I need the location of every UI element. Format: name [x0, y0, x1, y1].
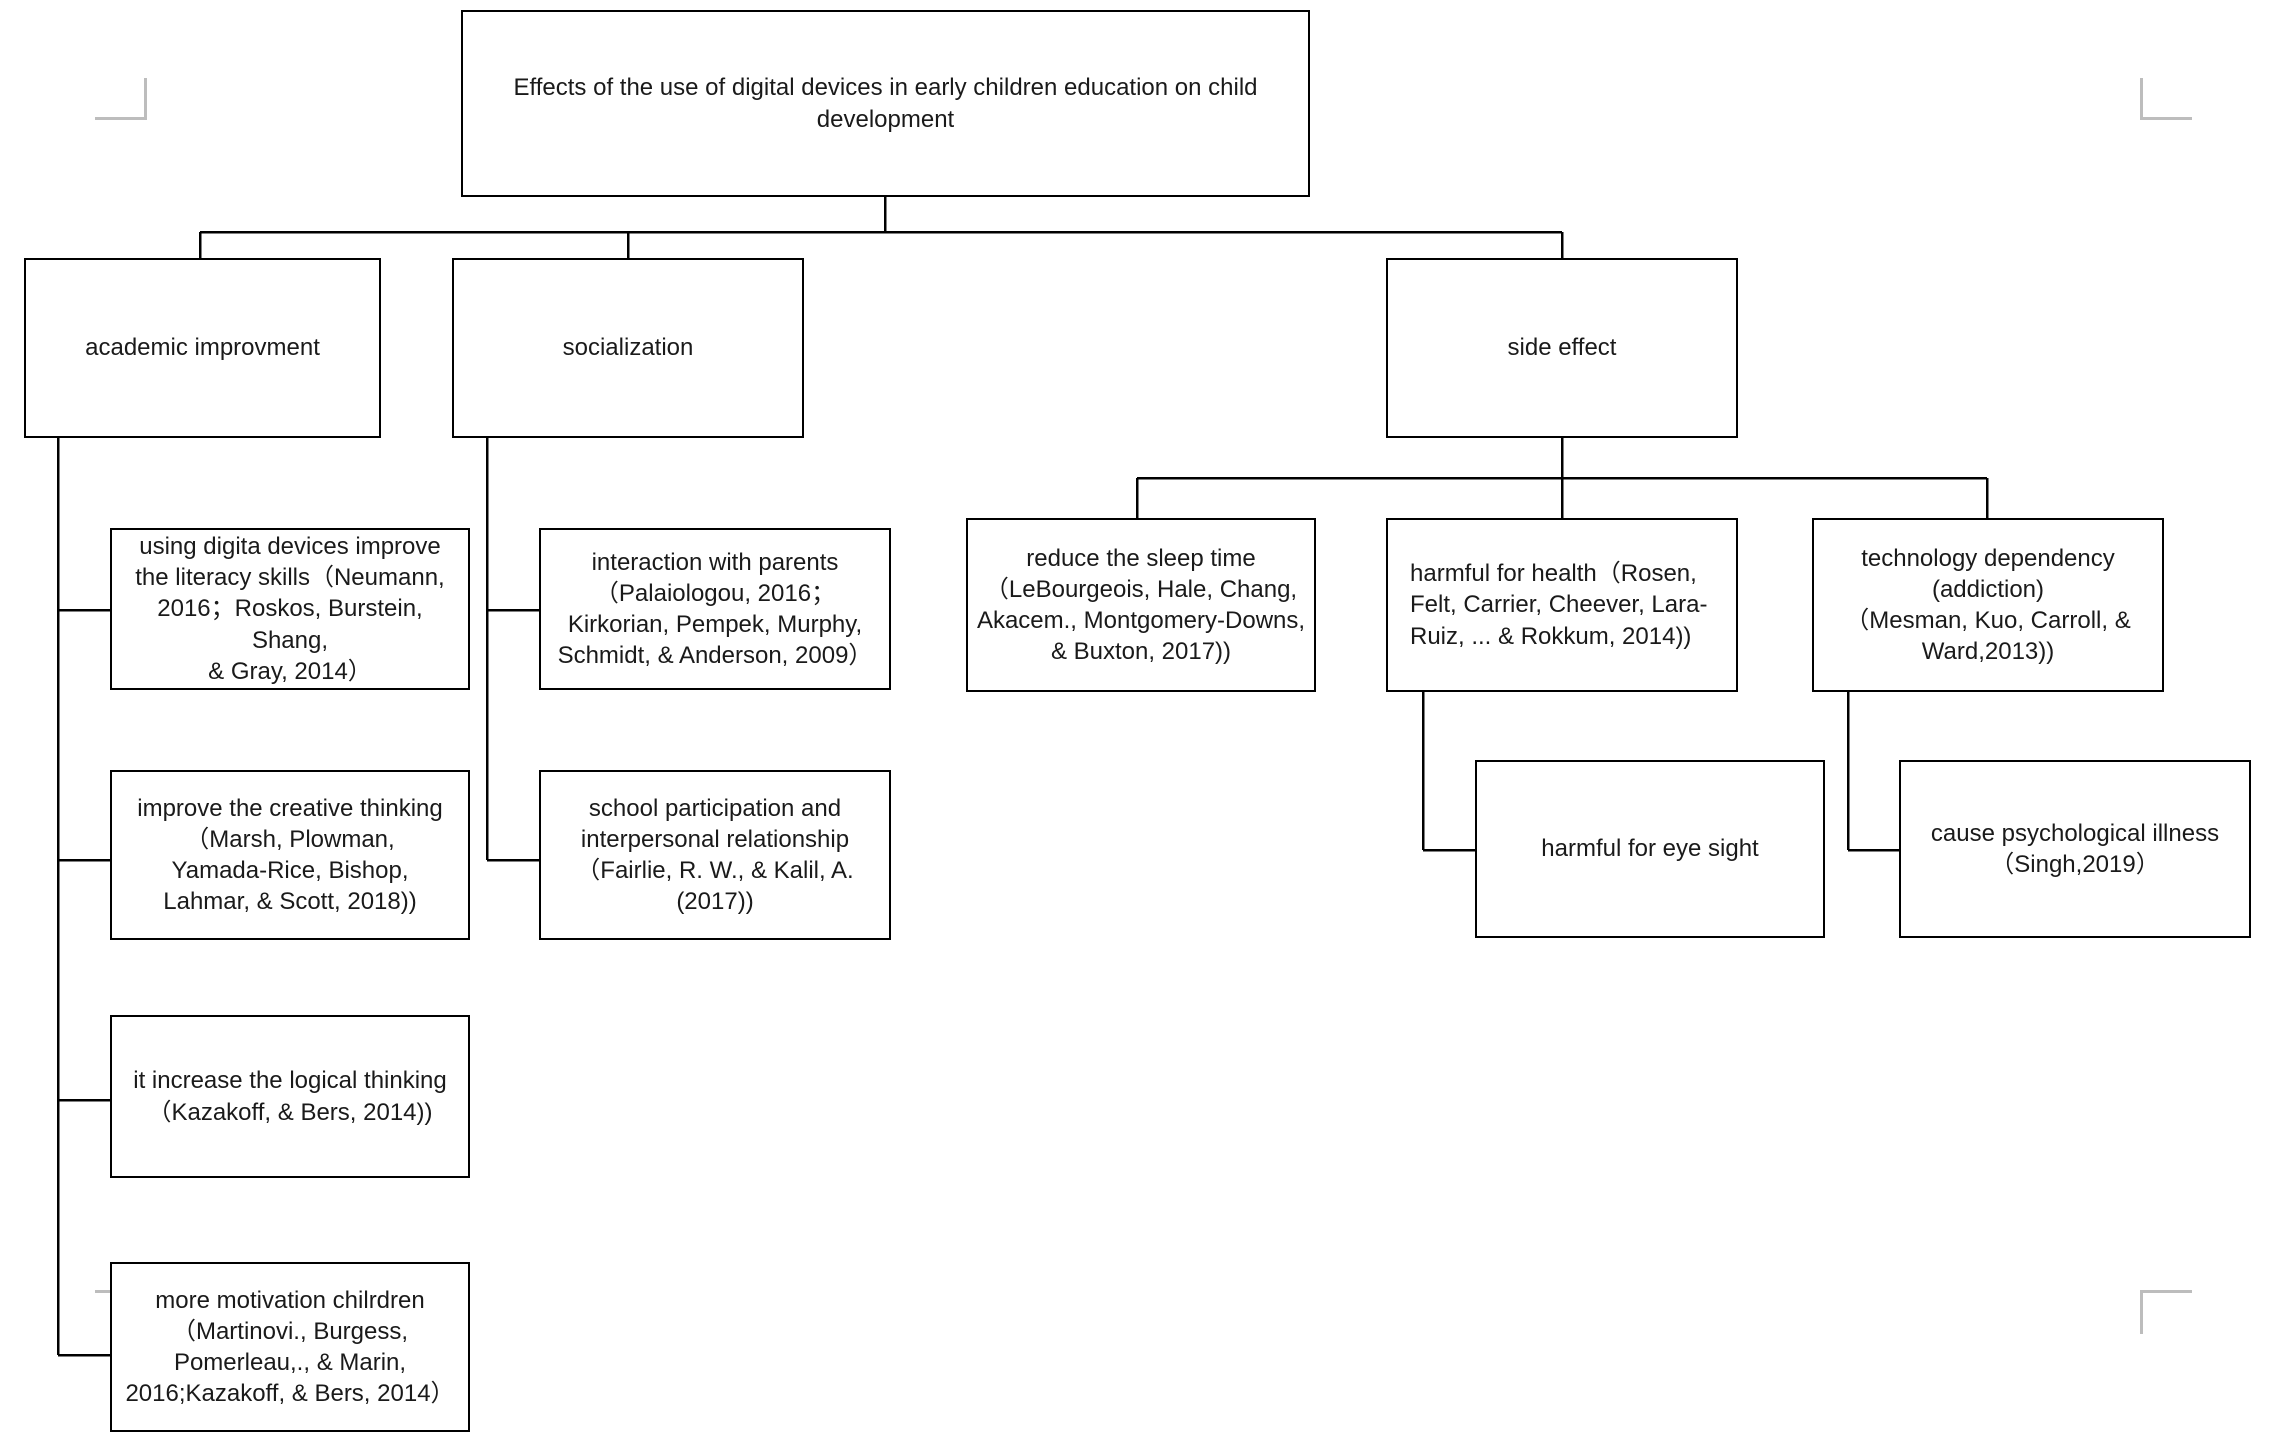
node-side-effect-label: side effect — [1507, 334, 1617, 362]
node-technology-dependency[interactable]: technology dependency (addiction) （Mesma… — [1812, 518, 2164, 692]
node-cause-psychological-illness[interactable]: cause psychological illness （Singh,2019） — [1899, 760, 2251, 938]
node-school-participation-label: school participation and interpersonal r… — [576, 794, 854, 916]
node-harmful-for-eye-sight-label: harmful for eye sight — [1541, 835, 1759, 863]
node-more-motivation[interactable]: more motivation chilrdren （Martinovi., B… — [110, 1262, 470, 1432]
node-literacy-skills-label: using digita devices improve the literac… — [135, 533, 445, 685]
node-socialization-label: socialization — [562, 334, 694, 362]
node-literacy-skills[interactable]: using digita devices improve the literac… — [110, 528, 470, 690]
node-harmful-for-health[interactable]: harmful for health（Rosen, Felt, Carrier,… — [1386, 518, 1738, 692]
node-logical-thinking[interactable]: it increase the logical thinking （Kazako… — [110, 1015, 470, 1178]
node-root[interactable]: Effects of the use of digital devices in… — [461, 10, 1310, 197]
node-socialization[interactable]: socialization — [452, 258, 804, 438]
node-more-motivation-label: more motivation chilrdren （Martinovi., B… — [125, 1286, 455, 1408]
node-harmful-for-health-label: harmful for health（Rosen, Felt, Carrier,… — [1410, 560, 1708, 650]
node-interaction-with-parents[interactable]: interaction with parents （Palaiologou, 2… — [539, 528, 891, 690]
node-cause-psychological-illness-label: cause psychological illness （Singh,2019） — [1930, 819, 2220, 878]
node-interaction-with-parents-label: interaction with parents （Palaiologou, 2… — [557, 548, 873, 670]
node-school-participation[interactable]: school participation and interpersonal r… — [539, 770, 891, 940]
node-side-effect[interactable]: side effect — [1386, 258, 1738, 438]
node-creative-thinking[interactable]: improve the creative thinking （Marsh, Pl… — [110, 770, 470, 940]
node-harmful-for-eye-sight[interactable]: harmful for eye sight — [1475, 760, 1825, 938]
node-technology-dependency-label: technology dependency (addiction) （Mesma… — [1845, 544, 2131, 666]
node-root-label: Effects of the use of digital devices in… — [513, 74, 1258, 133]
crop-mark-top-left — [95, 78, 147, 120]
crop-mark-top-right — [2140, 78, 2192, 120]
node-academic-improvment-label: academic improvment — [85, 334, 320, 362]
node-logical-thinking-label: it increase the logical thinking （Kazako… — [133, 1067, 447, 1126]
node-creative-thinking-label: improve the creative thinking （Marsh, Pl… — [137, 794, 443, 916]
crop-mark-bottom-right — [2140, 1290, 2192, 1334]
node-reduce-sleep-time-label: reduce the sleep time （LeBourgeois, Hale… — [976, 544, 1306, 666]
node-academic-improvment[interactable]: academic improvment — [24, 258, 381, 438]
node-reduce-sleep-time[interactable]: reduce the sleep time （LeBourgeois, Hale… — [966, 518, 1316, 692]
